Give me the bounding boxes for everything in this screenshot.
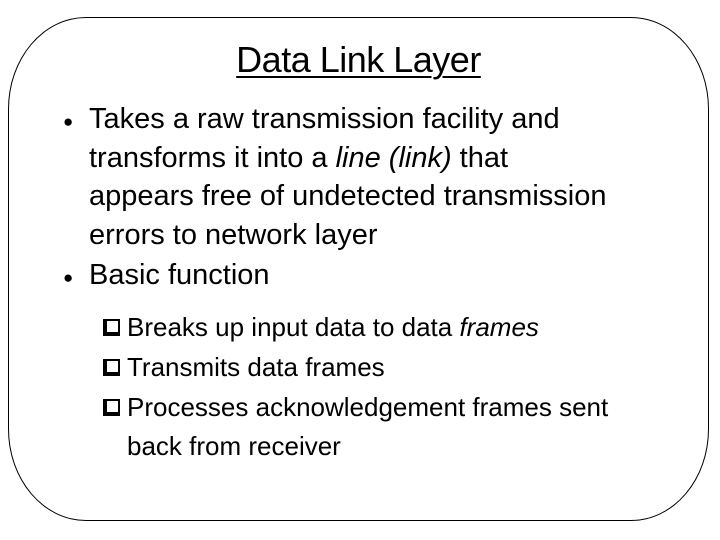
bullet-text: Processes acknowledgement frames sent bac… bbox=[127, 388, 608, 466]
dot-bullet-icon: ● bbox=[63, 112, 74, 131]
slide-frame: Data Link Layer ● Takes a raw transmissio… bbox=[8, 17, 709, 521]
square-bullet-icon bbox=[103, 319, 120, 336]
square-bullet-icon bbox=[103, 359, 120, 376]
bullet-text-line: Transmits data frames bbox=[127, 352, 385, 382]
bullet-text-line: errors to network layer bbox=[89, 218, 378, 251]
bullet-text-line: Takes a raw transmission facility and bbox=[89, 103, 560, 135]
bullet-text: Breaks up input data to data frames bbox=[127, 308, 539, 347]
bullet-text-line: appears free of undetected transmission bbox=[89, 180, 607, 212]
bullet-text-line: Processes acknowledgement frames sent bbox=[127, 392, 609, 422]
bullet-text: Transmits data frames bbox=[127, 348, 385, 387]
dot-bullet-icon: ● bbox=[63, 268, 74, 287]
square-bullet-icon bbox=[103, 399, 120, 416]
slide-title: Data Link Layer bbox=[236, 39, 481, 80]
bullet-text: Takes a raw transmission facility and tra… bbox=[89, 100, 606, 254]
sub-bullet-item: Transmits data frames bbox=[101, 348, 693, 387]
bullet-text-line: Basic function bbox=[89, 259, 270, 291]
sub-bullet-item: Processes acknowledgement frames sent bac… bbox=[101, 388, 693, 466]
bullet-item: ● Basic function bbox=[63, 256, 693, 299]
bullet-text-line: Breaks up input data to data frames bbox=[127, 312, 539, 342]
bullet-text-line: transforms it into a line (link) that bbox=[89, 141, 509, 174]
bullet-text-line: back from receiver bbox=[127, 431, 341, 461]
bullet-text: Basic function bbox=[89, 256, 270, 295]
slide-content: ● Takes a raw transmission facility and tr… bbox=[63, 100, 693, 466]
bullet-list: ● Takes a raw transmission facility and tr… bbox=[63, 100, 693, 466]
bullet-item: ● Takes a raw transmission facility and tr… bbox=[63, 100, 693, 254]
sub-bullet-item: Breaks up input data to data frames bbox=[101, 308, 693, 347]
